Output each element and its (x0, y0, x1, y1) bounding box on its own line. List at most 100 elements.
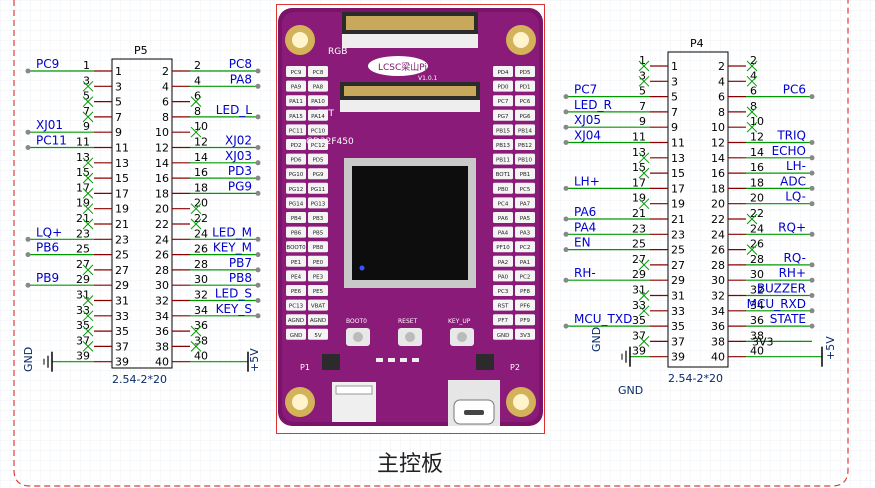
chip-label: GD32F450 (306, 137, 354, 147)
no-connect-mark (82, 96, 94, 107)
pin-pad-label: PA14 (311, 114, 325, 120)
pin-pad (493, 124, 513, 136)
net-label: PA6 (574, 205, 596, 219)
pin-pad (308, 95, 328, 107)
pin-number: 22 (750, 207, 764, 220)
p4-5v-label: +5V (824, 336, 837, 360)
pin-pad-label: AGND (310, 318, 326, 324)
pin-number: 22 (711, 213, 725, 226)
logo-text: LCSC梁山Pi (378, 61, 427, 73)
pin-number: 13 (115, 157, 129, 170)
net-terminal (563, 124, 569, 130)
pin-number: 24 (711, 228, 725, 241)
pin-number: 6 (194, 90, 201, 103)
pin-pad-label: PE4 (291, 274, 302, 280)
p5-footprint-label: 2.54-2*20 (112, 373, 167, 386)
pin-number: 5 (671, 91, 678, 104)
net-terminal (255, 282, 261, 288)
no-connect-mark (190, 341, 202, 352)
pin-number: 13 (632, 146, 646, 159)
pin-number: 34 (750, 299, 764, 312)
net-label: LH- (786, 159, 806, 173)
pin-pad (515, 255, 535, 267)
pin-number: 32 (155, 295, 169, 308)
pin-number: 1 (115, 65, 122, 78)
pin-pad (515, 80, 535, 92)
pin-number: 35 (76, 319, 90, 332)
pin-number: 4 (162, 80, 169, 93)
pin-pad-label: PB10 (518, 158, 533, 164)
pin-number: 31 (671, 290, 685, 303)
net-terminal (563, 231, 569, 237)
pin-number: 8 (162, 111, 169, 124)
marker-p1: P1 (300, 363, 310, 372)
pin-pad (286, 124, 306, 136)
net-terminal (255, 83, 261, 89)
pin-pad-label: 5V (314, 333, 321, 339)
pin-pad-label: PA3 (520, 231, 531, 237)
pin-number: 3 (639, 69, 646, 82)
no-connect-mark (82, 80, 94, 92)
no-connect-mark (82, 325, 94, 337)
pin-number: 2 (194, 59, 201, 72)
pin-pad-label: PB6 (291, 231, 302, 237)
no-connect-mark (746, 106, 758, 118)
pin-pad (286, 80, 306, 92)
buttons: BOOT0 RESET KEY_UP (346, 318, 474, 346)
net-terminal (25, 68, 31, 74)
pin-pad-label: PC10 (311, 128, 326, 134)
pin-pad (515, 270, 535, 282)
net-terminal (25, 129, 31, 135)
net-label: PC7 (574, 83, 597, 97)
pin-pad (308, 299, 328, 311)
pin-number: 38 (155, 340, 169, 353)
no-connect-mark (82, 218, 94, 230)
pin-pad-label: PB4 (291, 216, 302, 222)
pin-pad-label: PB14 (518, 128, 533, 134)
pin-number: 13 (76, 151, 90, 164)
fpc-connector-rgb (342, 12, 478, 48)
button-label-keyup: KEY_UP (448, 318, 471, 325)
pin-number: 26 (194, 243, 208, 256)
pin-pad-label: RST (498, 304, 509, 310)
pin-pad (515, 212, 535, 223)
pin-number: 26 (155, 249, 169, 262)
pin-pad-label: PB0 (498, 187, 509, 193)
pin-pad-label: PC8 (313, 70, 324, 76)
pin-number: 2 (750, 54, 757, 67)
pin-pad-label: PB3 (313, 216, 324, 222)
p4-footprint-label: 2.54-2*20 (668, 372, 723, 385)
pin-pad (493, 255, 513, 267)
pin-number: 17 (76, 181, 90, 194)
pin-pad-label: PC12 (311, 143, 325, 149)
pin-pad (286, 66, 306, 77)
net-label: KEY_S (216, 302, 252, 316)
pin-number: 11 (632, 131, 646, 144)
pin-number: 35 (671, 320, 685, 333)
net-label: PA4 (574, 220, 596, 234)
no-connect-mark (190, 218, 202, 230)
pin-number: 20 (194, 197, 208, 210)
no-connect-mark (746, 121, 758, 133)
pin-pad-label: PB11 (496, 158, 510, 164)
pin-number: 19 (115, 203, 129, 216)
pin-number: 15 (76, 166, 90, 179)
pin-pad-label: PC2 (520, 274, 531, 280)
pin-number: 34 (155, 310, 169, 323)
pin-number: 39 (76, 350, 90, 363)
p4-body (667, 51, 729, 368)
pin-pad (515, 241, 535, 253)
pin-number: 3 (115, 80, 122, 93)
no-connect-mark (82, 172, 94, 184)
pin-pad (493, 197, 513, 209)
pin-pad-label: PC5 (520, 187, 531, 193)
jst-connector (332, 382, 376, 422)
no-connect-mark (82, 203, 94, 215)
pin-number: 20 (750, 192, 764, 205)
pin-pad (515, 182, 535, 194)
no-connect-mark (190, 203, 202, 215)
net-terminal (809, 277, 815, 283)
pin-pad (493, 241, 513, 253)
pin-number: 2 (718, 60, 725, 73)
pin-pad-label: PA7 (520, 201, 531, 207)
